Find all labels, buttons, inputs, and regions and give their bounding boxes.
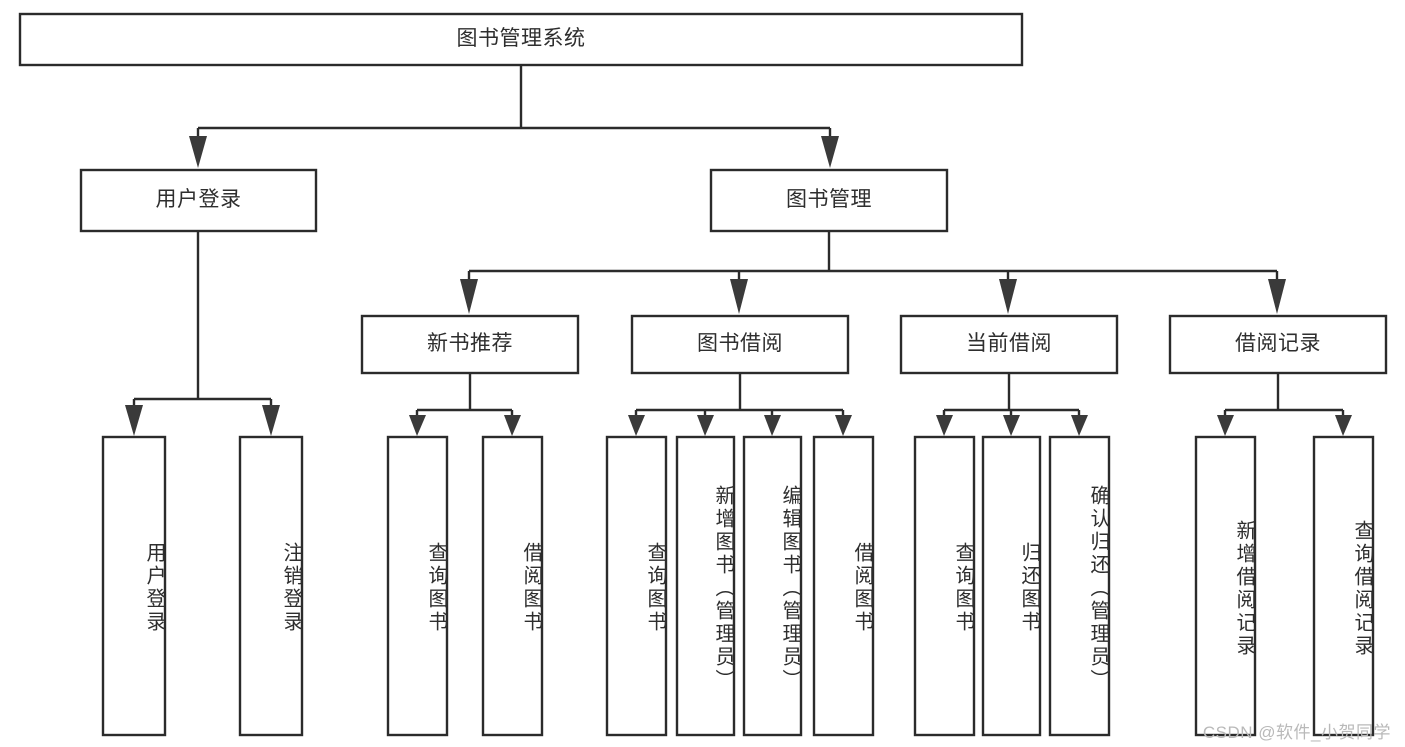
arrow-head-leaf-currentborrow-0 xyxy=(936,415,953,436)
node-box-leaf-bookborrow-2[interactable] xyxy=(742,435,803,737)
node-box-leaf-currentborrow-1[interactable] xyxy=(981,435,1042,737)
arrow-head-leaf-currentborrow-1 xyxy=(1003,415,1020,436)
node-box-leaf-user-login-1[interactable] xyxy=(238,435,304,737)
arrow-head-leaf-newbook-1 xyxy=(504,415,521,436)
arrow-head-leaf-borrowrecord-1 xyxy=(1335,415,1352,436)
arrow-head-user-login xyxy=(189,136,207,168)
arrow-head-leaf-bookborrow-1 xyxy=(697,415,714,436)
node-box-borrow-record[interactable] xyxy=(1168,314,1388,375)
arrow-head-new-book xyxy=(460,279,478,314)
node-box-leaf-bookborrow-1[interactable] xyxy=(675,435,736,737)
watermark-text: CSDN @软件_小贺同学 xyxy=(1202,723,1391,742)
node-box-book-borrow[interactable] xyxy=(630,314,850,375)
node-box-current-borrow[interactable] xyxy=(899,314,1119,375)
arrow-head-leaf-bookborrow-2 xyxy=(764,415,781,436)
node-box-leaf-user-login-0[interactable] xyxy=(101,435,167,737)
node-box-root[interactable] xyxy=(18,12,1024,67)
arrow-head-leaf-bookborrow-3 xyxy=(835,415,852,436)
node-box-leaf-newbook-1[interactable] xyxy=(481,435,544,737)
arrow-head-leaf-newbook-0 xyxy=(409,415,426,436)
node-box-book-manage[interactable] xyxy=(709,168,949,233)
node-box-new-book-recommend[interactable] xyxy=(360,314,580,375)
node-box-leaf-bookborrow-0[interactable] xyxy=(605,435,668,737)
arrow-head-leaf-currentborrow-2 xyxy=(1071,415,1088,436)
arrow-head-book-borrow xyxy=(730,279,748,314)
arrow-head-book-manage xyxy=(821,136,839,168)
node-box-leaf-newbook-0[interactable] xyxy=(386,435,449,737)
arrow-head-borrow-record xyxy=(1268,279,1286,314)
node-box-leaf-bookborrow-3[interactable] xyxy=(812,435,875,737)
node-box-leaf-borrowrecord-0[interactable] xyxy=(1194,435,1257,737)
arrow-head-leaf-user-login-0 xyxy=(125,405,143,436)
node-box-leaf-currentborrow-0[interactable] xyxy=(913,435,976,737)
arrow-head-leaf-bookborrow-0 xyxy=(628,415,645,436)
node-box-leaf-borrowrecord-1[interactable] xyxy=(1312,435,1375,737)
arrow-head-leaf-user-login-1 xyxy=(262,405,280,436)
node-box-user-login[interactable] xyxy=(79,168,318,233)
arrow-head-leaf-borrowrecord-0 xyxy=(1217,415,1234,436)
arrow-head-current-borrow xyxy=(999,279,1017,314)
node-box-leaf-currentborrow-2[interactable] xyxy=(1048,435,1111,737)
